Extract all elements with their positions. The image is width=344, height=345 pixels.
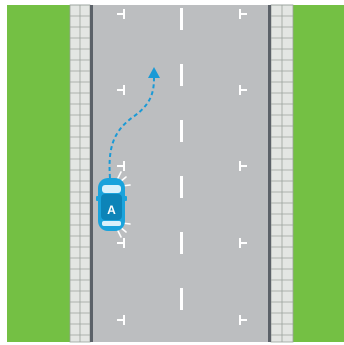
left-sidewalk — [70, 5, 90, 342]
center-dash — [180, 288, 183, 310]
right-curb — [268, 5, 271, 342]
center-dash — [180, 176, 183, 198]
left-curb — [90, 5, 93, 342]
center-dash — [180, 64, 183, 86]
center-dash — [180, 8, 183, 30]
right-sidewalk — [271, 5, 293, 342]
right-parking-mark — [239, 242, 247, 244]
right-parking-mark — [239, 89, 247, 91]
left-grass — [7, 5, 70, 342]
right-parking-mark — [239, 13, 247, 15]
left-parking-mark — [117, 242, 125, 244]
right-parking-mark — [239, 165, 247, 167]
left-parking-mark — [117, 89, 125, 91]
left-parking-mark — [117, 165, 125, 167]
center-dash — [180, 232, 183, 254]
right-grass — [293, 5, 344, 342]
center-dash — [180, 120, 183, 142]
car-label: A — [107, 203, 116, 217]
left-parking-mark — [117, 13, 125, 15]
left-parking-mark — [117, 319, 125, 321]
right-parking-mark — [239, 319, 247, 321]
